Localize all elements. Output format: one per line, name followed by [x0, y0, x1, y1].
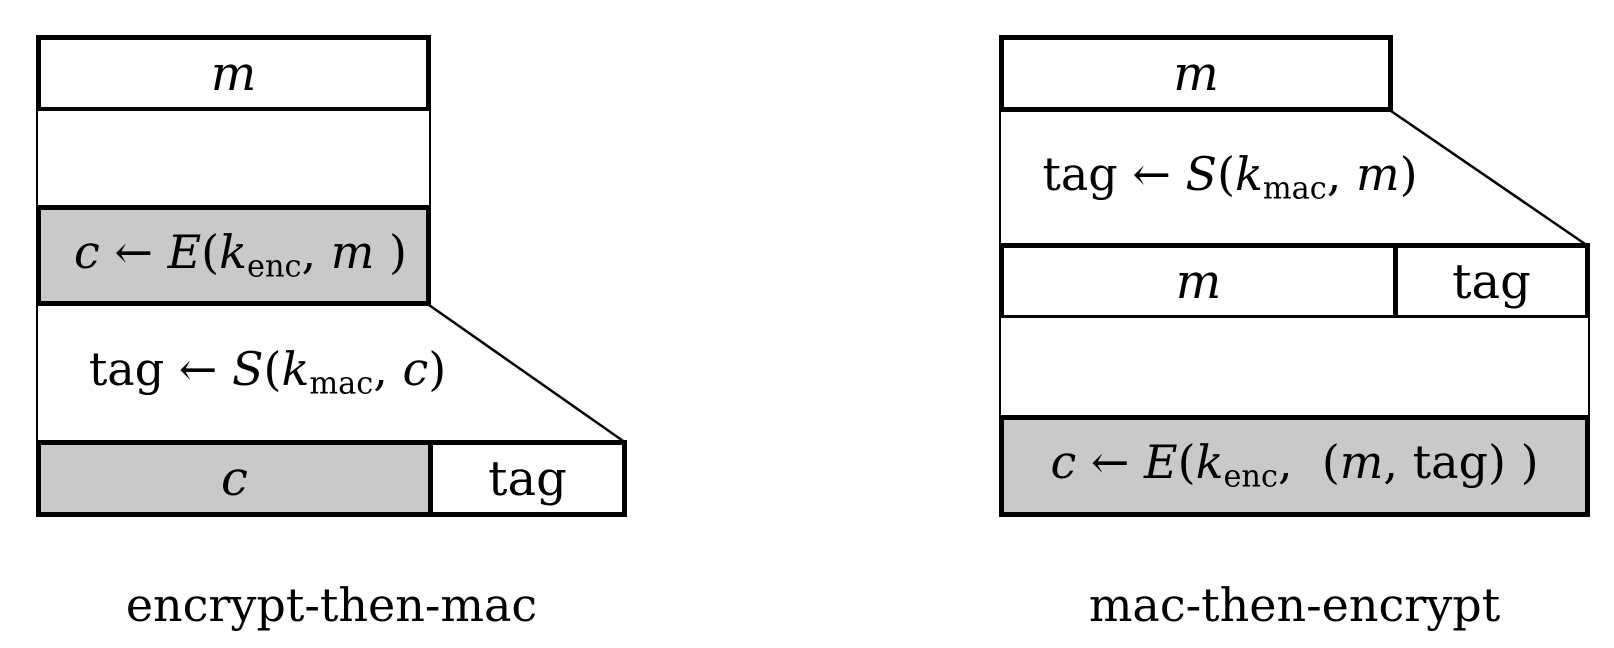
- etm-output-row: c tag: [36, 440, 627, 517]
- mte-mtag-row: m tag: [999, 243, 1590, 320]
- mte-row-tag-label: tag: [1452, 253, 1531, 310]
- mte-message-box: m: [999, 35, 1393, 112]
- etm-upper-channel: [36, 111, 431, 207]
- etm-encrypt-box: c ← E(kenc, m ): [36, 205, 431, 306]
- mte-encrypt-formula: c ← E(kenc, (m, tag) ): [1050, 435, 1539, 495]
- etm-encrypt-formula: c ← E(kenc, m ): [74, 224, 407, 285]
- mte-row-m-cell: m: [1004, 248, 1398, 315]
- etm-message-box: m: [36, 35, 431, 112]
- mte-encrypt-box: c ← E(kenc, (m, tag) ): [999, 415, 1590, 517]
- figure-mac-then-encrypt: m tag ← S(kmac, m) m tag c ← E(kenc, (m,…: [900, 0, 1614, 648]
- mte-mac-region: tag ← S(kmac, m): [999, 110, 1418, 245]
- mte-lower-channel: [999, 318, 1590, 417]
- etm-message-label: m: [210, 45, 257, 102]
- mte-row-tag-cell: tag: [1398, 248, 1585, 315]
- mte-message-label: m: [1173, 45, 1219, 102]
- etm-tag-cell: tag: [433, 445, 622, 512]
- etm-tag-label: tag: [488, 450, 567, 507]
- mte-mac-formula: tag ← S(kmac, m): [1042, 146, 1418, 207]
- etm-ciphertext-cell: c: [41, 445, 433, 512]
- mte-caption: mac-then-encrypt: [1088, 578, 1501, 632]
- figure-encrypt-then-mac: m c ← E(kenc, m ) tag ← S(kmac, c) c tag…: [0, 0, 700, 648]
- etm-ciphertext-label: c: [221, 450, 248, 507]
- mte-row-m-label: m: [1175, 253, 1222, 310]
- etm-mac-region: tag ← S(kmac, c): [36, 304, 446, 441]
- etm-mac-formula: tag ← S(kmac, c): [88, 341, 447, 402]
- etm-caption: encrypt-then-mac: [125, 578, 538, 632]
